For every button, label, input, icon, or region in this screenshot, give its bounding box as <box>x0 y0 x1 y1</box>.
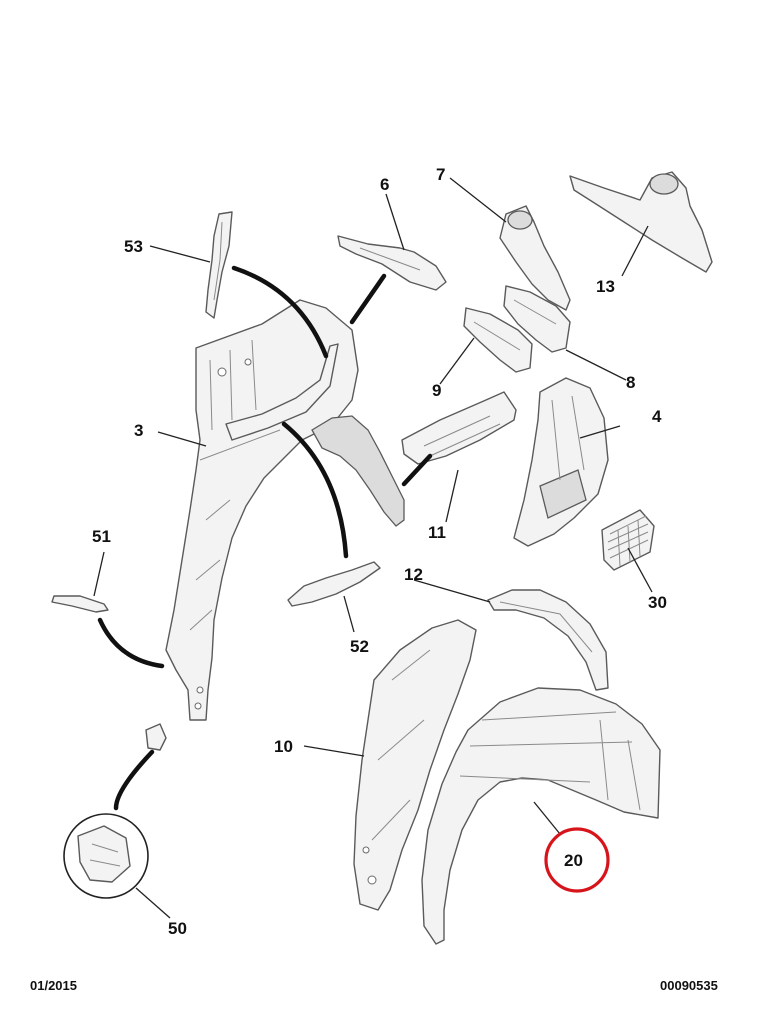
callout-50: 50 <box>168 919 187 938</box>
callout-12: 12 <box>404 565 423 584</box>
callout-8: 8 <box>626 373 635 392</box>
part-12-arch-liner <box>487 589 609 691</box>
part-11-shelf <box>401 391 517 465</box>
callout-10: 10 <box>274 737 293 756</box>
footer-reference: 00090535 <box>660 978 718 993</box>
part-30-vent-grille <box>601 509 655 571</box>
callout-labels: 53 6 7 13 3 4 8 9 11 51 12 30 52 10 20 5… <box>92 165 667 938</box>
callout-4: 4 <box>652 407 662 426</box>
fixing-clip <box>145 723 167 751</box>
callout-11: 11 <box>428 523 446 542</box>
part-10-inner-arch <box>353 619 477 911</box>
part-51-strip <box>51 595 109 613</box>
part-53-bracket <box>205 211 233 319</box>
part-9-plate <box>463 307 533 373</box>
part-4-panel <box>513 377 609 547</box>
callout-6: 6 <box>380 175 389 194</box>
callout-30: 30 <box>648 593 667 612</box>
leader-lines <box>93 177 653 919</box>
part-50-detail-inset <box>63 813 149 899</box>
part-3-pillar-panel <box>165 299 405 721</box>
callout-53: 53 <box>124 237 143 256</box>
part-6-bracket <box>337 235 447 291</box>
callout-7: 7 <box>436 165 445 184</box>
part-20-wheel-arch-liner <box>421 687 661 945</box>
assembly-arcs <box>97 265 433 811</box>
callout-51: 51 <box>92 527 111 546</box>
callout-13: 13 <box>596 277 615 296</box>
part-8-plate <box>503 285 571 353</box>
part-52-strip <box>287 561 381 607</box>
callout-9: 9 <box>432 381 441 400</box>
callout-3: 3 <box>134 421 143 440</box>
part-7-duct <box>499 205 571 311</box>
callout-20: 20 <box>564 851 583 870</box>
callout-52: 52 <box>350 637 369 656</box>
footer-date: 01/2015 <box>30 978 77 993</box>
part-13-channel <box>569 171 713 273</box>
highlight-circle <box>544 827 610 893</box>
